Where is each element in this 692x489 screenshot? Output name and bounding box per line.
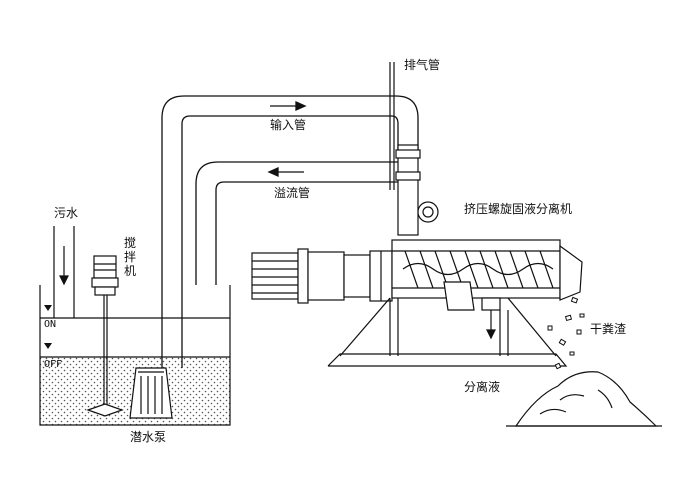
inlet-pipe-label: 输入管 bbox=[270, 118, 307, 132]
submersible-pump bbox=[129, 367, 173, 419]
inlet-pipe bbox=[161, 95, 419, 368]
solid-particles bbox=[547, 296, 585, 370]
sewage-inflow-channel bbox=[53, 226, 75, 318]
vent-pipe-label: 排气管 bbox=[404, 58, 441, 72]
liquid-label: 分离液 bbox=[464, 380, 501, 394]
screw-press-separator bbox=[251, 239, 583, 340]
dry-residue-label: 干粪渣 bbox=[590, 322, 627, 336]
vent-pipe bbox=[389, 62, 395, 190]
separator-inlet-column bbox=[395, 144, 439, 236]
dry-residue-pile bbox=[506, 371, 662, 427]
support-frame bbox=[327, 297, 568, 367]
overflow-pipe-label: 溢流管 bbox=[274, 186, 311, 200]
level-marker-off bbox=[44, 343, 52, 349]
level-marker-on bbox=[44, 305, 52, 311]
overflow-pipe bbox=[195, 161, 398, 285]
level-on-label: ON bbox=[44, 319, 57, 330]
mixer-label: 搅拌机 bbox=[124, 236, 137, 278]
separator-label: 挤压螺旋固液分离机 bbox=[464, 202, 573, 216]
sewage-label: 污水 bbox=[54, 206, 79, 220]
pump-label: 潜水泵 bbox=[130, 430, 167, 444]
mixer bbox=[86, 255, 124, 417]
level-off-label: OFF bbox=[44, 359, 63, 370]
